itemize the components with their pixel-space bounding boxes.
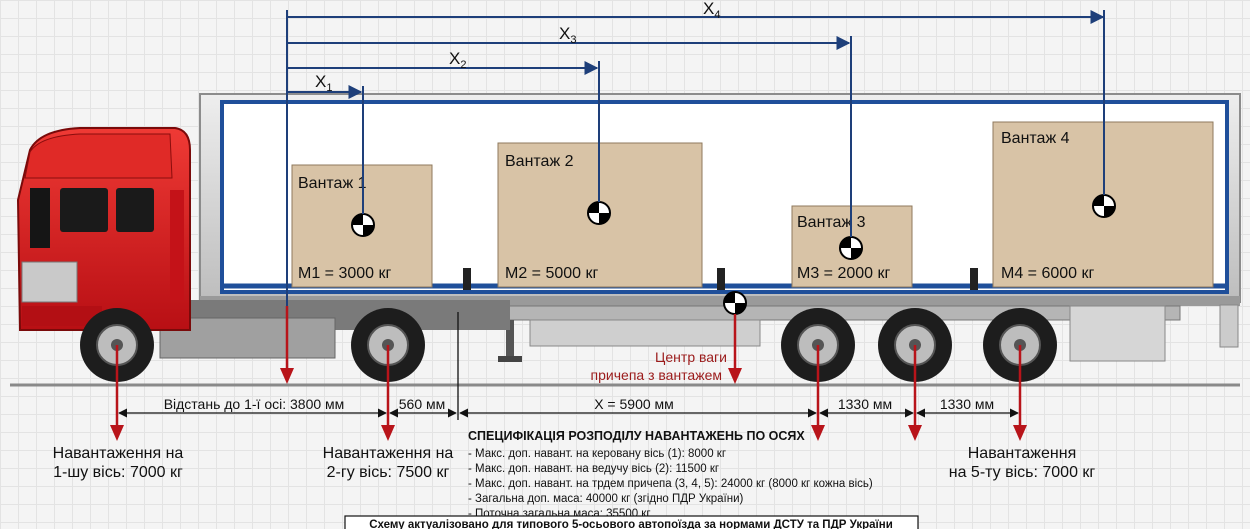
axle5-load-line1: Навантаження <box>968 445 1077 462</box>
cargo-4-name: Вантаж 4 <box>1001 130 1070 147</box>
footer-box <box>344 515 919 529</box>
x-dimensions <box>286 10 1105 380</box>
footer-note: Схему актуалізовано для типового 5-осьов… <box>369 519 893 529</box>
spec-line-3: - Макс. доп. навант. на трдем причепа (3… <box>468 478 873 490</box>
axle2-load-line1: Навантаження на <box>323 445 454 462</box>
spec-line-2: - Макс. доп. навант. на ведучу вісь (2):… <box>468 463 719 475</box>
spec-block: СПЕЦИФІКАЦІЯ РОЗПОДІЛУ НАВАНТАЖЕНЬ ПО ОС… <box>468 429 873 520</box>
distance-gap-a: 1330 мм <box>838 396 892 412</box>
spec-line-1: - Макс. доп. навант. на керовану вісь (1… <box>468 448 726 460</box>
wheels <box>80 308 1057 382</box>
cargo-3-name: Вантаж 3 <box>797 214 866 231</box>
load-arrowheads <box>110 368 1027 441</box>
cog-marker-4 <box>1092 194 1116 218</box>
cog-marker-trailer <box>723 291 747 315</box>
spec-title: СПЕЦИФІКАЦІЯ РОЗПОДІЛУ НАВАНТАЖЕНЬ ПО ОС… <box>468 429 805 443</box>
cog-marker-1 <box>351 213 375 237</box>
cog-marker-2 <box>587 201 611 225</box>
distance-x: X = 5900 мм <box>594 396 674 412</box>
cargo-2-mass: M2 = 5000 кг <box>505 265 599 282</box>
load-arrows <box>115 306 1022 428</box>
distance-lines <box>118 312 1019 420</box>
cargo-1-name: Вантаж 1 <box>298 175 367 192</box>
axle1-load-line1: Навантаження на <box>53 445 184 462</box>
cog-marker-3 <box>839 236 863 260</box>
axle5-load-line2: на 5-ту вісь: 7000 кг <box>949 464 1096 481</box>
x2-label: X2 <box>449 49 466 71</box>
center-label-line2: причепа з вантажем <box>591 367 722 383</box>
cargo-2-name: Вантаж 2 <box>505 153 574 170</box>
spec-line-4: - Загальна доп. маса: 40000 кг (згідно П… <box>468 493 744 505</box>
cargo-1-mass: M1 = 3000 кг <box>298 265 392 282</box>
x4-label: X4 <box>703 0 720 21</box>
truck-cab <box>16 127 510 359</box>
x3-label: X3 <box>559 24 576 46</box>
cargo-4-mass: M4 = 6000 кг <box>1001 265 1095 282</box>
distance-axle-gap: 560 мм <box>399 396 446 412</box>
x1-label: X1 <box>315 72 332 94</box>
axle2-load-line2: 2-гу вісь: 7500 кг <box>327 464 450 481</box>
center-label-line1: Центр ваги <box>655 349 727 365</box>
distance-gap-b: 1330 мм <box>940 396 994 412</box>
axle1-load-line2: 1-шу вісь: 7000 кг <box>53 464 183 481</box>
cargo-3-mass: M3 = 2000 кг <box>797 265 891 282</box>
distance-first-axle: Відстань до 1-ї осі: 3800 мм <box>164 396 345 412</box>
